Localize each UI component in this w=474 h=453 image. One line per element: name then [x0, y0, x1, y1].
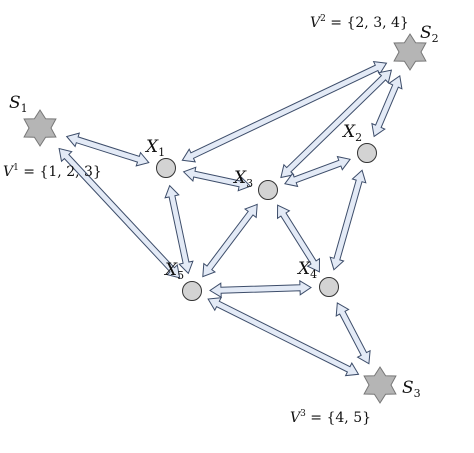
node-x2 — [357, 143, 377, 163]
edge-arrow-x1-x5 — [164, 184, 194, 275]
edge-arrow-x2-s2 — [371, 75, 403, 138]
edge-arrow-x5-s3 — [207, 297, 360, 377]
edge-arrow-s1-x1 — [65, 132, 150, 167]
set-label-s3: V3 = {4, 5} — [290, 409, 371, 426]
node-x5 — [182, 281, 202, 301]
node-label-x2: X2 — [341, 122, 362, 144]
edge-arrow-x1-s2 — [181, 60, 388, 163]
set-label-s1: V1 = {1, 2, 3} — [3, 163, 102, 180]
edge-arrow-x3-x4 — [276, 204, 321, 273]
source-label-s3: S3 — [402, 378, 421, 400]
source-star-s1 — [23, 109, 57, 147]
edges-layer — [58, 60, 403, 377]
node-label-x5: X5 — [163, 260, 184, 282]
node-label-x3: X3 — [232, 168, 253, 190]
source-star-s2 — [393, 33, 427, 71]
edge-arrow-x2-x4 — [329, 169, 367, 271]
node-x3 — [258, 180, 278, 200]
source-label-s2: S2 — [420, 23, 439, 45]
edge-arrow-x3-x2 — [284, 155, 351, 188]
edge-arrow-x1-x3 — [182, 166, 252, 192]
edge-arrow-x3-x5 — [202, 203, 258, 278]
edge-arrow-x5-x4 — [209, 279, 312, 299]
node-x1 — [156, 158, 176, 178]
set-label-s2: V2 = {2, 3, 4} — [310, 14, 409, 31]
node-label-x1: X1 — [144, 137, 165, 159]
edge-arrow-x4-s3 — [335, 302, 371, 365]
source-label-s1: S1 — [9, 93, 28, 115]
edge-arrow-x3-s2 — [280, 69, 393, 179]
node-label-x4: X4 — [296, 259, 317, 281]
edge-arrow-s1-x5 — [58, 147, 181, 279]
source-star-s3 — [363, 366, 397, 404]
node-x4 — [319, 277, 339, 297]
